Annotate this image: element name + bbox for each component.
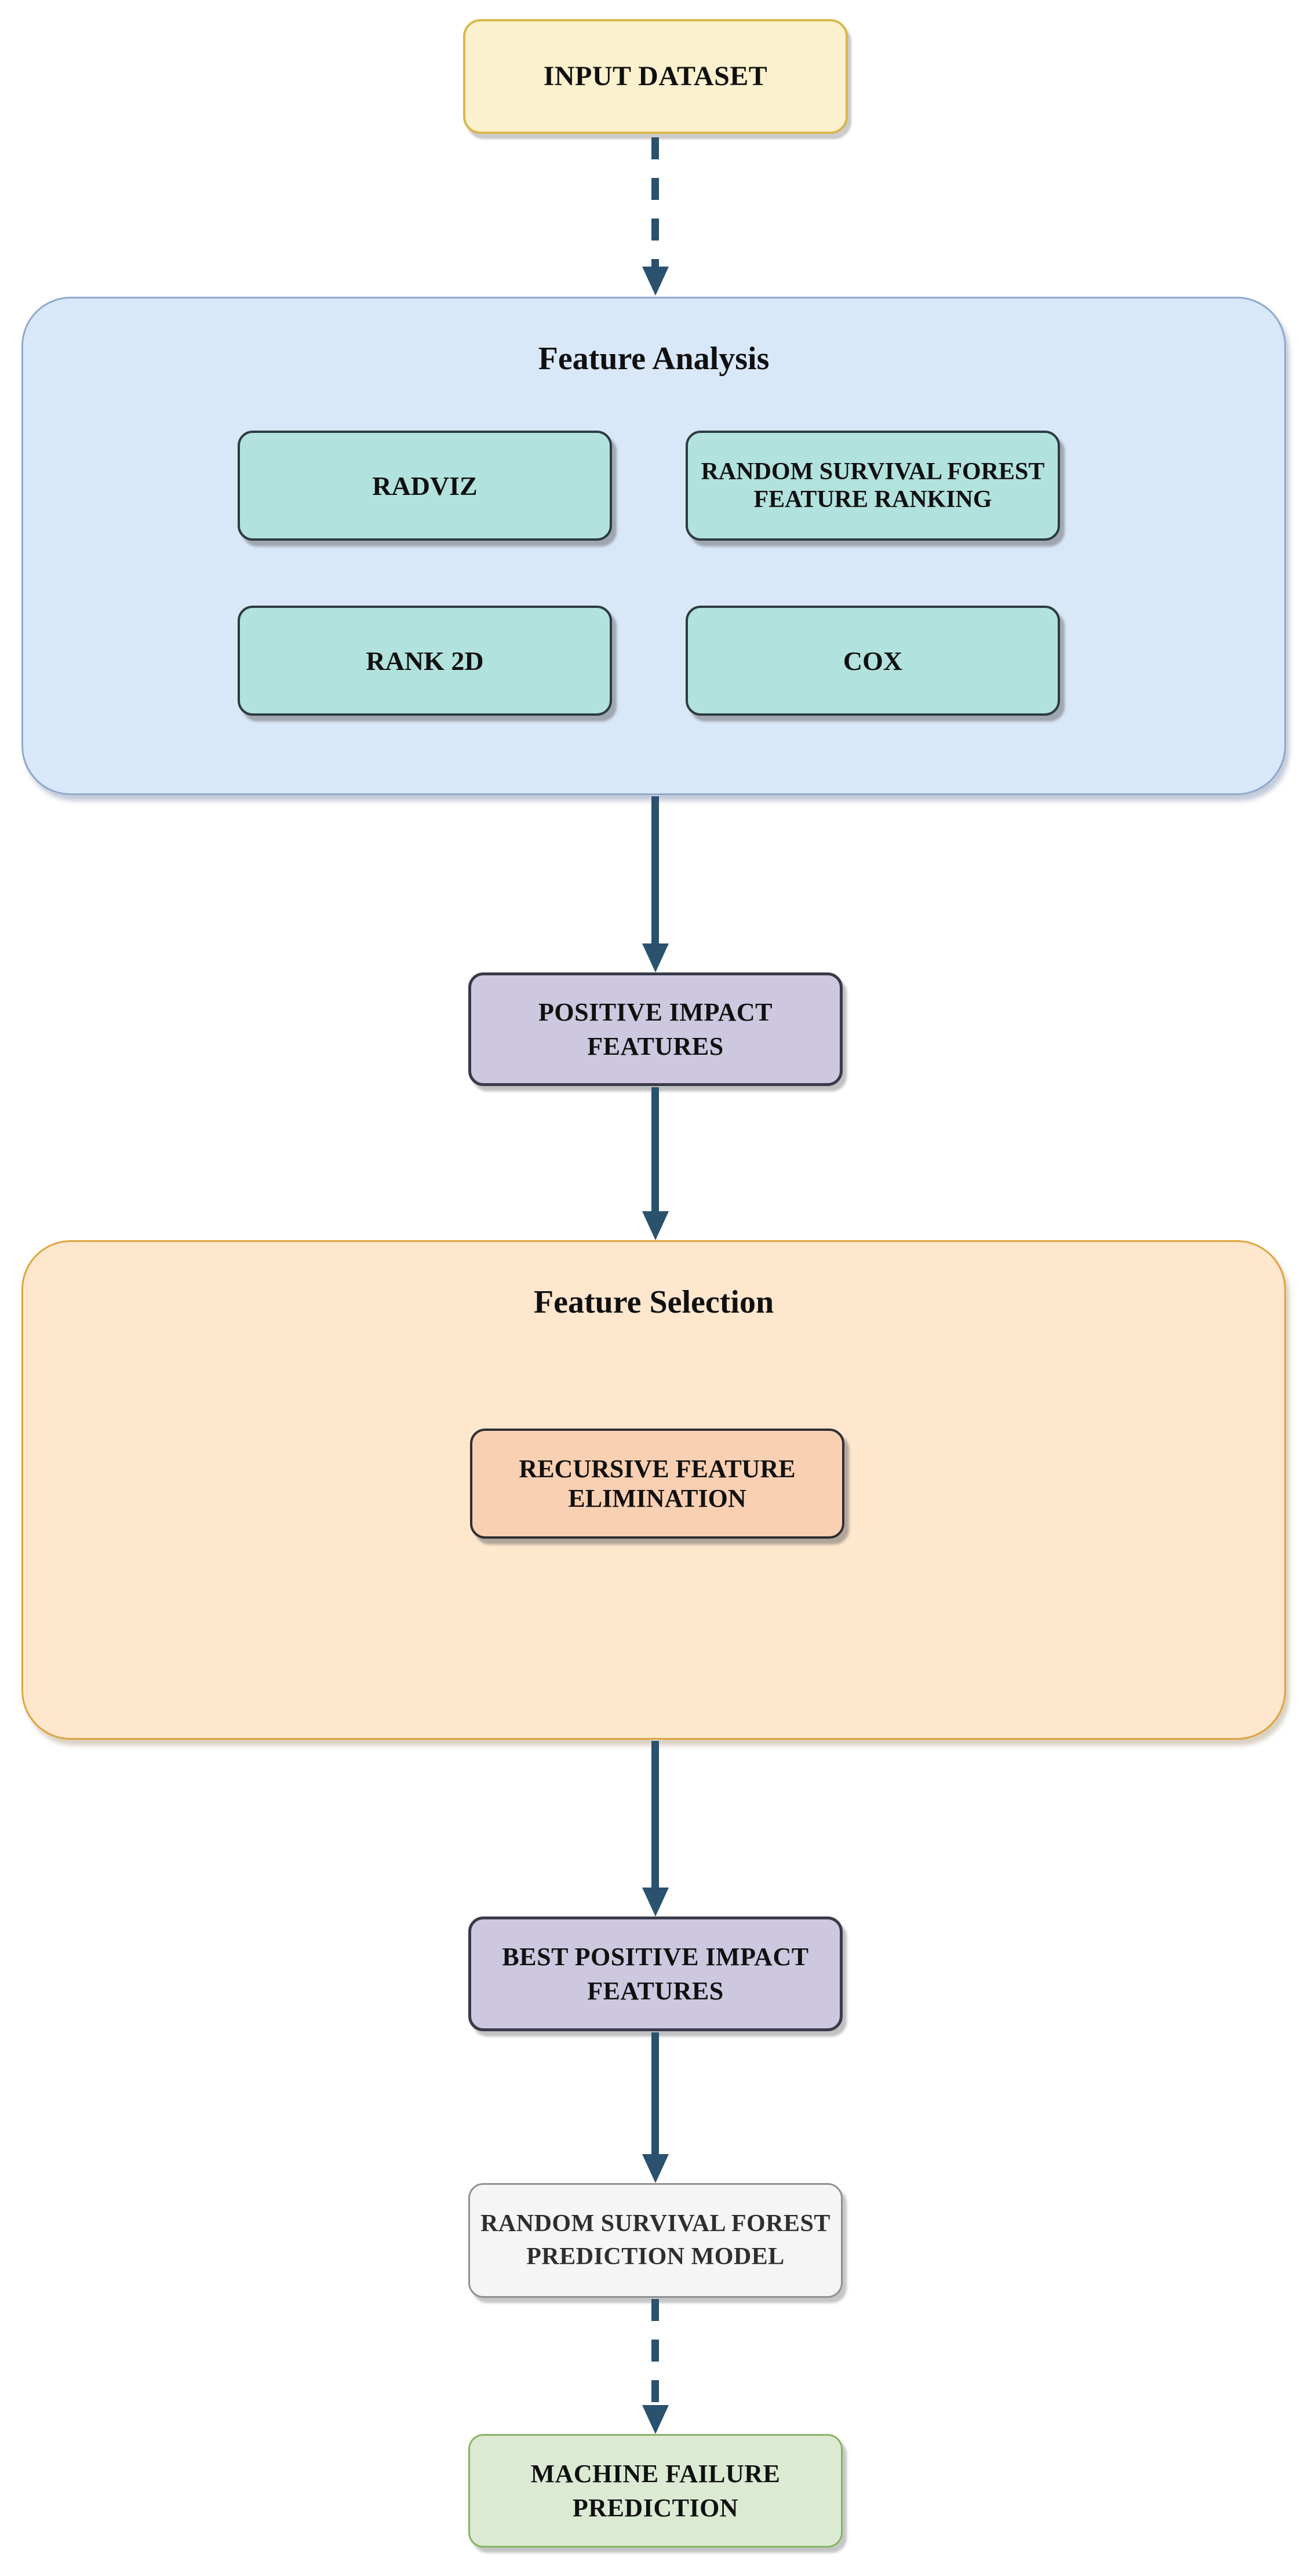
container-feature-selection: Feature Selection RECURSIVE FEATURE ELIM…	[21, 1240, 1286, 1740]
arrow-shaft-dashed	[651, 2299, 659, 2407]
arrow-shaft-solid	[651, 1087, 659, 1214]
arrow-selection-to-best-features	[630, 1741, 681, 1916]
node-recursive-feature-elimination: RECURSIVE FEATURE ELIMINATION	[470, 1429, 844, 1539]
arrow-head-icon	[642, 1888, 669, 1916]
arrow-analysis-to-positive-impact	[630, 796, 681, 972]
node-rsf-feature-ranking: RANDOM SURVIVAL FOREST FEATURE RANKING	[686, 431, 1060, 541]
arrow-shaft-solid	[651, 2032, 659, 2156]
node-rsf-feature-ranking-label: RANDOM SURVIVAL FOREST FEATURE RANKING	[701, 458, 1045, 513]
node-machine-failure-prediction: MACHINE FAILURE PREDICTION	[468, 2434, 843, 2548]
feature-analysis-title: Feature Analysis	[538, 341, 770, 377]
node-rsf-prediction-model: RANDOM SURVIVAL FOREST PREDICTION MODEL	[468, 2183, 843, 2298]
arrow-head-icon	[642, 2405, 669, 2434]
arrow-head-icon	[642, 1211, 669, 1240]
node-recursive-feature-elimination-label: RECURSIVE FEATURE ELIMINATION	[519, 1455, 796, 1513]
container-feature-analysis: Feature Analysis RADVIZ RANDOM SURVIVAL …	[21, 297, 1286, 795]
node-positive-impact-features: POSITIVE IMPACT FEATURES	[468, 972, 843, 1086]
node-machine-failure-prediction-label: MACHINE FAILURE PREDICTION	[530, 2459, 781, 2522]
node-rsf-prediction-model-label: RANDOM SURVIVAL FOREST PREDICTION MODEL	[480, 2210, 830, 2270]
arrow-head-icon	[642, 943, 669, 972]
arrow-positive-impact-to-selection	[630, 1087, 681, 1240]
feature-selection-title: Feature Selection	[533, 1284, 774, 1320]
node-best-positive-impact-features: BEST POSITIVE IMPACT FEATURES	[468, 1916, 843, 2031]
arrow-head-icon	[642, 267, 669, 296]
node-rank-2d: RANK 2D	[238, 606, 612, 716]
arrow-shaft-solid	[651, 796, 659, 946]
node-cox: COX	[686, 606, 1060, 716]
node-positive-impact-features-label: POSITIVE IMPACT FEATURES	[538, 997, 773, 1061]
node-rank-2d-label: RANK 2D	[366, 646, 484, 676]
node-radviz: RADVIZ	[238, 431, 612, 541]
arrow-input-to-analysis	[630, 137, 681, 296]
node-best-positive-impact-features-label: BEST POSITIVE IMPACT FEATURES	[502, 1942, 809, 2005]
arrow-shaft-solid	[651, 1741, 659, 1890]
node-input-dataset: INPUT DATASET	[463, 19, 848, 134]
node-input-dataset-label: INPUT DATASET	[543, 60, 768, 92]
arrow-model-to-prediction	[630, 2299, 681, 2434]
node-cox-label: COX	[843, 646, 903, 676]
node-radviz-label: RADVIZ	[372, 471, 478, 501]
arrow-head-icon	[642, 2154, 669, 2183]
arrow-shaft-dashed	[651, 137, 659, 269]
arrow-best-features-to-model	[630, 2032, 681, 2183]
